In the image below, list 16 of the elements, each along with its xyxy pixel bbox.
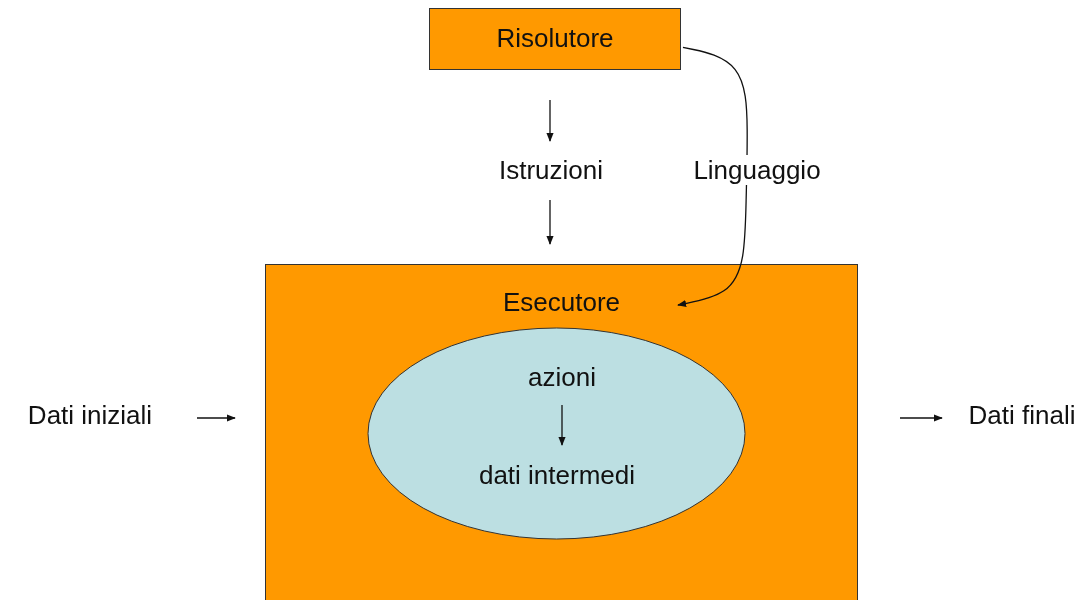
node-label: azioni: [512, 362, 612, 392]
node-label: Dati finali: [955, 400, 1089, 430]
box-label: Esecutore: [501, 287, 622, 317]
ellipse-shape: [367, 327, 746, 540]
box-label: Risolutore: [495, 23, 615, 53]
arrow: [558, 404, 566, 446]
arrow: [546, 99, 554, 142]
arrow: [196, 414, 236, 422]
node-label: Dati iniziali: [5, 400, 175, 430]
process-box: [429, 8, 681, 70]
arrow: [899, 414, 943, 422]
node-label: dati intermedi: [447, 460, 667, 490]
process-box: [265, 264, 858, 600]
node-label: Istruzioni: [481, 155, 621, 185]
arrow: [546, 199, 554, 245]
arrow: [677, 46, 748, 307]
